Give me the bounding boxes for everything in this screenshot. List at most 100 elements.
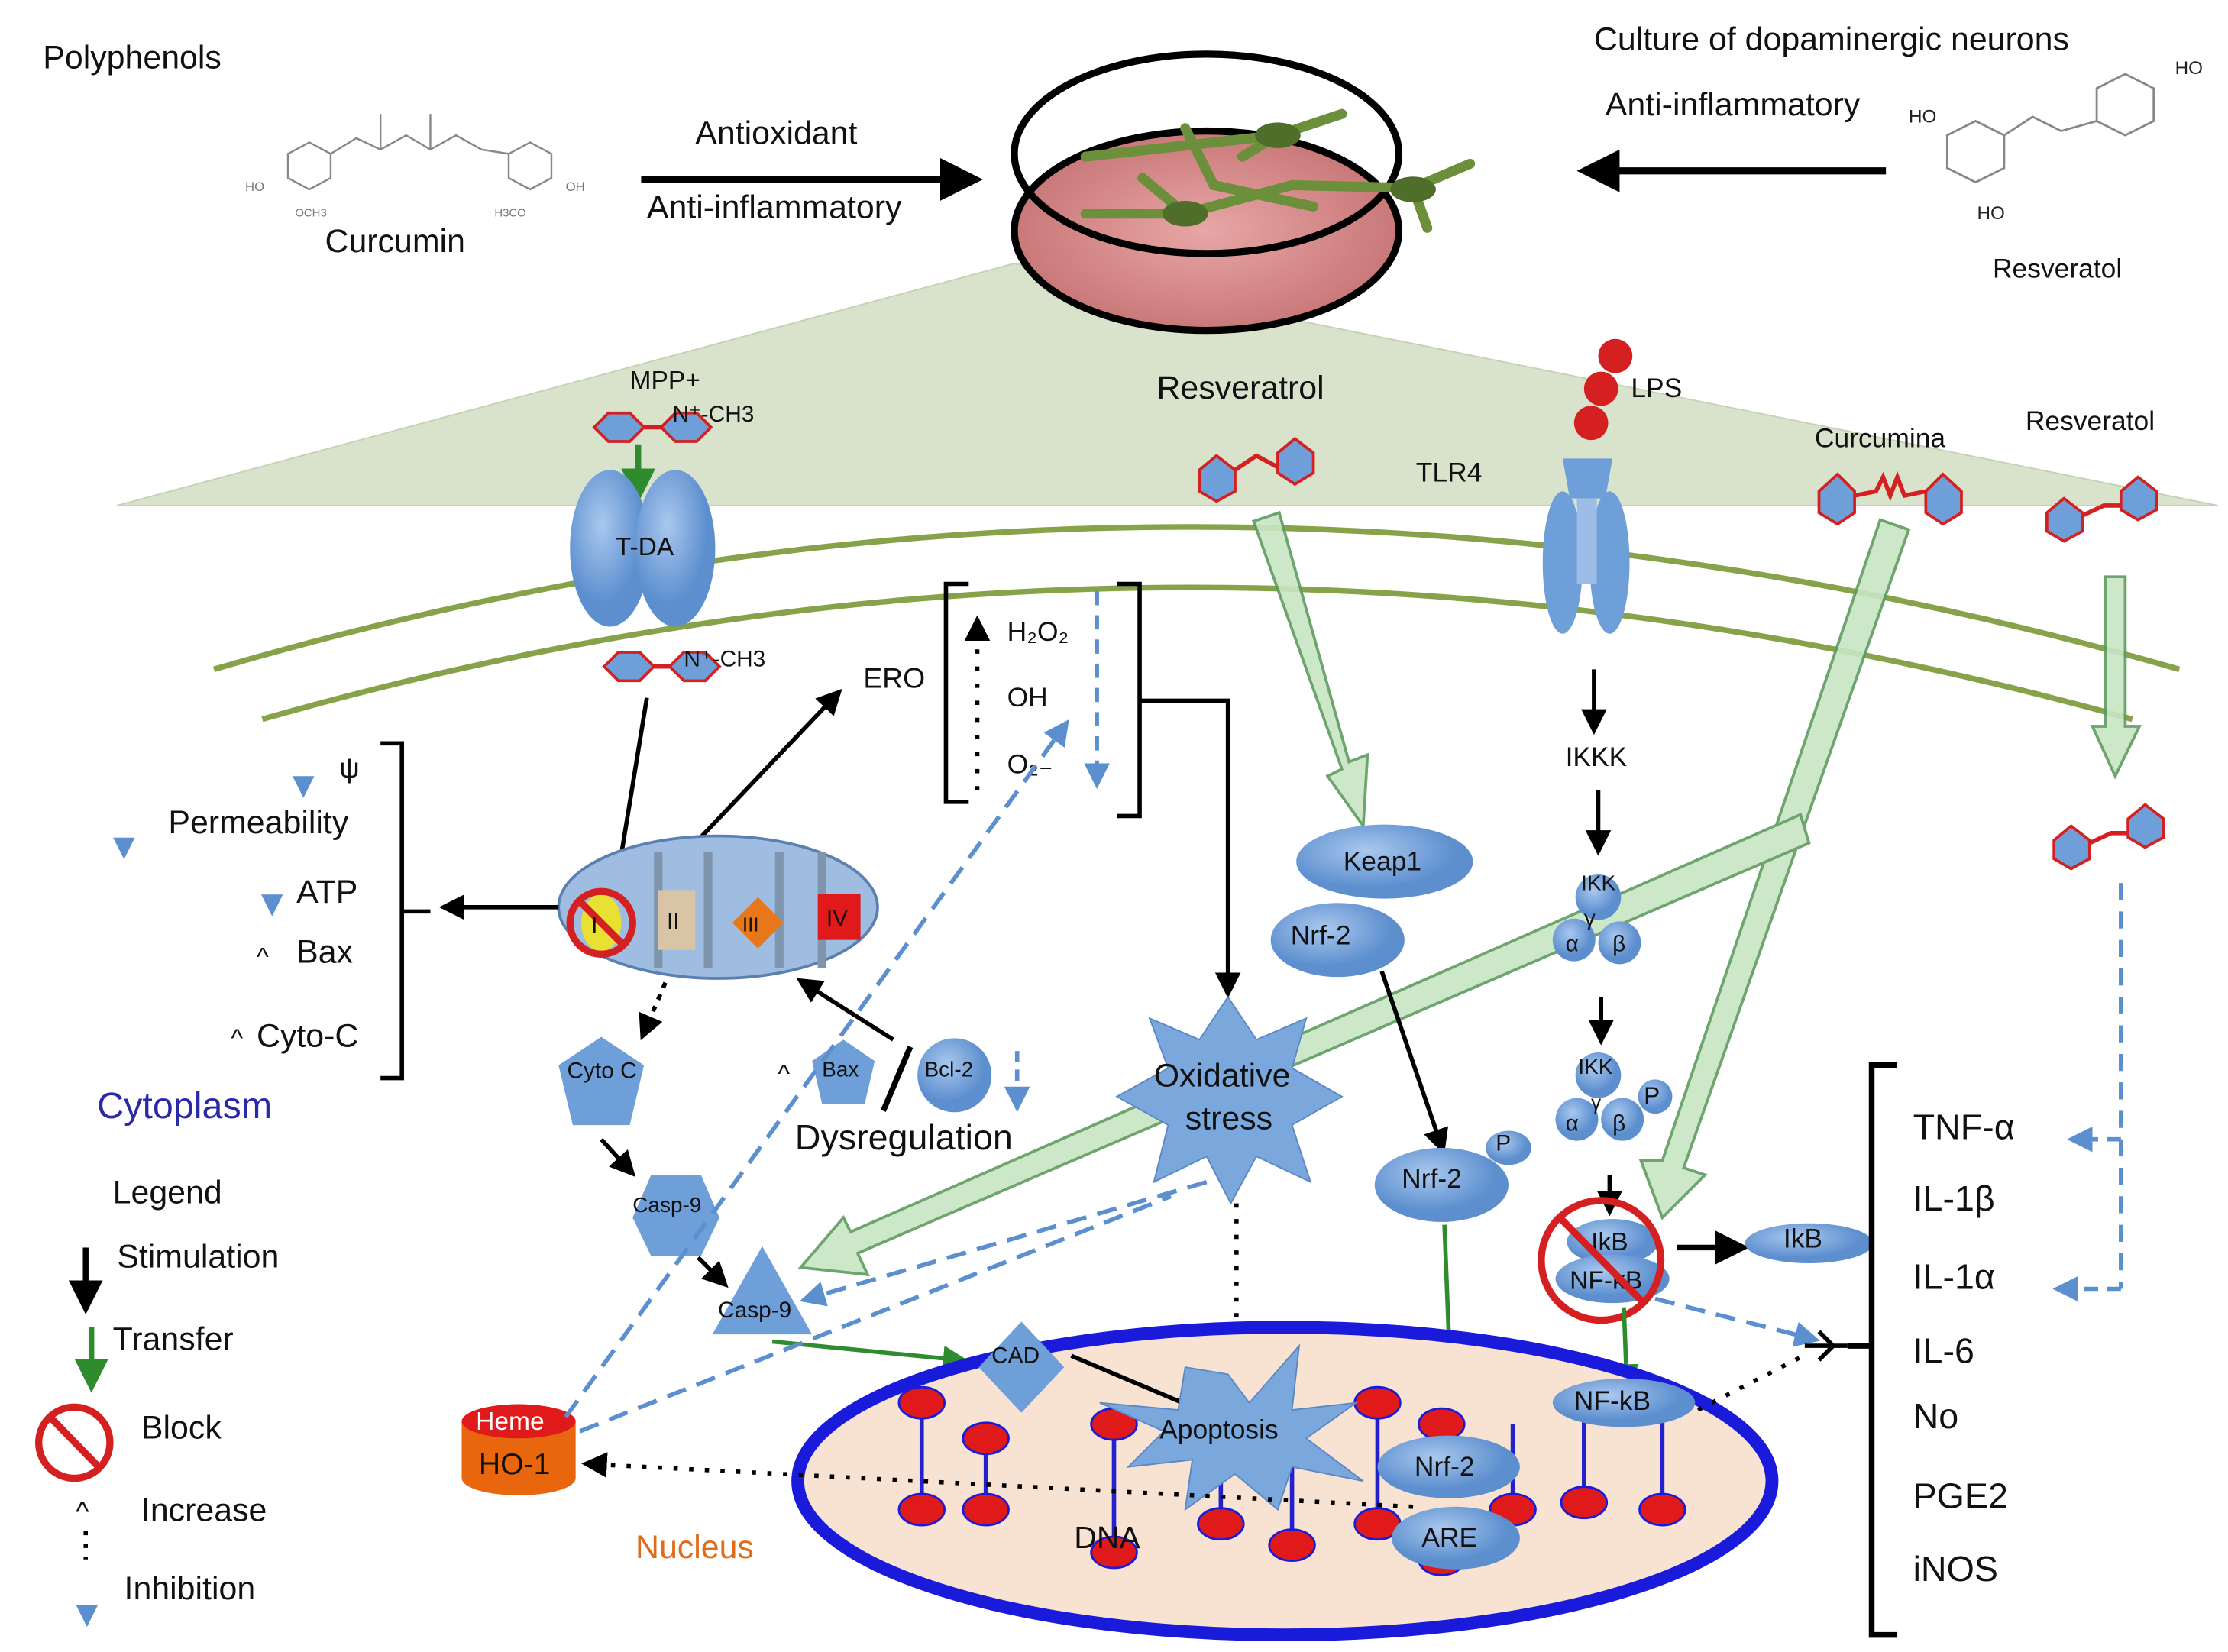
ikb-free-shape-icon xyxy=(1745,1223,1874,1263)
legend-inhibition-icon: ▼ xyxy=(69,1593,105,1634)
resveratol-membrane-molecule-icon xyxy=(2045,475,2158,543)
legend-increase-icon: ^ xyxy=(76,1495,89,1527)
resveratol-top-label: Resveratol xyxy=(1993,254,2122,284)
dna-label: DNA xyxy=(1074,1520,1140,1555)
down-arrow-atp-icon: ▼ xyxy=(254,883,290,924)
mediator-il6: IL-6 xyxy=(1913,1330,1974,1370)
phosphate-2-label: P xyxy=(1644,1081,1660,1109)
cytoc-to-casp9-arrow xyxy=(600,1137,636,1178)
mpp-internal-molecule-icon xyxy=(602,651,722,683)
phosphate-1-label: P xyxy=(1496,1131,1511,1156)
mpp-molecule-icon xyxy=(592,411,713,443)
down-arrow-psi-icon: ▼ xyxy=(285,765,322,806)
lps-label: LPS xyxy=(1631,373,1682,403)
casp9-a-label: Casp-9 xyxy=(632,1193,701,1217)
mediator-inos: iNOS xyxy=(1913,1549,1998,1589)
keap1-shape-icon xyxy=(1296,824,1473,899)
ikk2-alpha: α xyxy=(1566,1111,1579,1136)
legend-transfer-label: Transfer xyxy=(113,1321,234,1358)
ikk1-label: IKK xyxy=(1581,871,1615,894)
resveratrol-label: Resveratrol xyxy=(1156,370,1324,406)
casp9-triangle-icon xyxy=(712,1246,813,1335)
culture-label: Culture of dopaminergic neurons xyxy=(1594,21,2069,57)
oh-label: OH xyxy=(1007,682,1048,713)
polyphenols-label: Polyphenols xyxy=(43,40,222,76)
svg-text:HO: HO xyxy=(1977,203,2004,224)
resveratol-down-arrow xyxy=(2090,575,2142,780)
heme-label: Heme xyxy=(476,1408,545,1436)
mediator-pge2: PGE2 xyxy=(1913,1476,2008,1516)
mito-to-cytoc-arrow xyxy=(639,981,668,1041)
dysregulation-slash xyxy=(880,1046,914,1112)
bcl2-label: Bcl-2 xyxy=(925,1058,974,1081)
ero-label: ERO xyxy=(863,662,925,694)
cyto-c-cyto-label: Cyto C xyxy=(567,1059,636,1084)
culture-dish-icon xyxy=(1011,50,1476,335)
svg-text:HO: HO xyxy=(2175,58,2203,79)
nrf2-to-phospho-arrow xyxy=(1379,970,1449,1155)
are-label: ARE xyxy=(1421,1522,1477,1553)
nrf2-b-shape-icon xyxy=(1374,1147,1509,1222)
nfkb-block-shape-icon xyxy=(1555,1254,1670,1304)
ros-bracket-left xyxy=(943,581,969,804)
ikb-block-shape-icon xyxy=(1567,1219,1658,1265)
complex-i: I xyxy=(591,913,597,938)
cad-to-apoptosis-arrow xyxy=(1070,1353,1208,1415)
svg-text:H3CO: H3CO xyxy=(494,207,525,219)
legend-block-label: Block xyxy=(141,1409,222,1446)
nrf2-nucleus-label: Nrf-2 xyxy=(1415,1451,1475,1482)
ho1-label: HO-1 xyxy=(479,1448,551,1481)
complex-iii: III xyxy=(742,913,759,936)
cyto-c-pentagon-icon xyxy=(558,1036,645,1126)
resveratol-internal-molecule-icon xyxy=(2052,803,2165,871)
ikk1-gamma: γ xyxy=(1584,906,1596,931)
mito-effects-bracket xyxy=(380,741,431,1081)
nfkb-nucleus-shape-icon xyxy=(1552,1378,1696,1427)
mediator-no: No xyxy=(1913,1396,1959,1436)
are-shape-icon xyxy=(1392,1506,1520,1570)
resveratol-structure-icon: HO HO HO xyxy=(1909,58,2203,224)
ikk2-beta: β xyxy=(1612,1111,1625,1136)
nfkb-to-mediators-dotted xyxy=(1696,1350,1810,1412)
ikk1-beta: β xyxy=(1612,932,1625,957)
n-ch3-bottom-label: N⁺-CH3 xyxy=(684,647,765,672)
ros-to-oxidative-stress-arrow xyxy=(1140,698,1241,999)
phosphate-1-icon xyxy=(1486,1130,1531,1165)
casp9-to-casp9-arrow xyxy=(697,1256,729,1288)
mediator-il1a: IL-1α xyxy=(1913,1257,1995,1297)
ikk2-label: IKK xyxy=(1578,1055,1612,1078)
curcumina-label: Curcumina xyxy=(1815,423,1945,454)
apoptosis-label: Apoptosis xyxy=(1159,1414,1279,1444)
down-arrow-permeability-icon: ▼ xyxy=(105,826,142,867)
mediator-il1b: IL-1β xyxy=(1913,1178,1995,1218)
mitochondrion-icon xyxy=(557,834,879,980)
ikk1-alpha: α xyxy=(1566,932,1579,957)
mpp-label: MPP+ xyxy=(630,367,700,395)
complex-ii: II xyxy=(667,909,680,934)
up-arrow-cytoc-icon: ^ xyxy=(231,1025,243,1053)
mediators-bracket xyxy=(1847,1062,1898,1638)
bcl2-to-mito-arrow xyxy=(796,978,894,1042)
legend-stimulation-label: Stimulation xyxy=(117,1239,279,1275)
ikb-free-label: IkB xyxy=(1783,1223,1822,1253)
casp9-b-label: Casp-9 xyxy=(718,1298,791,1323)
ikk2-gamma: γ xyxy=(1591,1091,1601,1114)
legend-title: Legend xyxy=(113,1175,222,1211)
permeability-label: Permeability xyxy=(168,804,348,841)
legend-increase-label: Increase xyxy=(141,1492,267,1528)
stress-to-casp9-dashed xyxy=(799,1179,1208,1307)
mediator-tnf: TNF-α xyxy=(1913,1107,2015,1147)
psi-label: ψ xyxy=(339,752,360,784)
nrf2-a-shape-icon xyxy=(1270,903,1405,978)
heme-ho1-cylinder-icon xyxy=(461,1404,576,1495)
resveratol-membrane-label: Resveratol xyxy=(2026,406,2155,436)
tlr4-receptor-icon xyxy=(1542,458,1630,634)
nrf2-b-label: Nrf-2 xyxy=(1402,1163,1462,1194)
atp-label: ATP xyxy=(296,874,357,910)
lps-molecule-icon xyxy=(1573,338,1633,441)
curcumina-molecule-icon xyxy=(1817,470,1963,526)
apoptosis-burst-icon xyxy=(1099,1343,1364,1511)
nfkb-to-mediators-dashed xyxy=(1654,1296,1821,1347)
cytoplasm-label: Cytoplasm xyxy=(97,1085,272,1127)
